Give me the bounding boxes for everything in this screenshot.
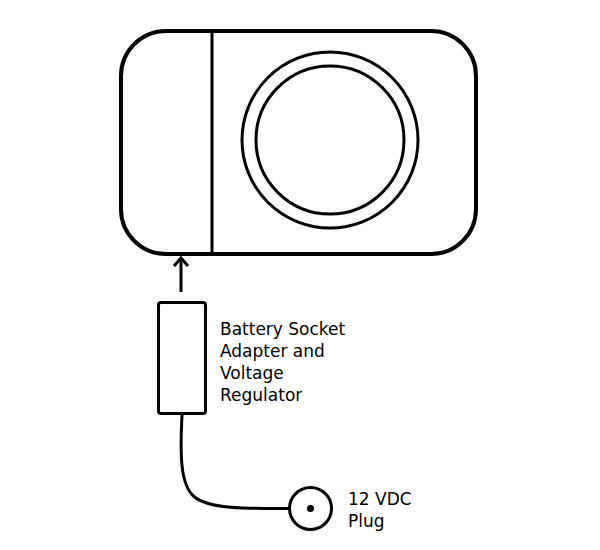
power-arrow — [180, 259, 183, 292]
plug-pin — [307, 505, 314, 512]
lens-ring — [242, 52, 418, 228]
camera-grip-line — [211, 31, 214, 254]
node-label: Battery Socket Adapter and Voltage Regul… — [220, 318, 365, 406]
arrow-head — [174, 258, 188, 266]
camera-body — [121, 31, 476, 254]
node-label: 12 VDC Plug — [348, 488, 428, 532]
dc-plug: 12 VDC Plug — [288, 486, 333, 531]
adapter-box: Battery Socket Adapter and Voltage Regul… — [157, 301, 207, 415]
lens — [256, 66, 404, 214]
wire — [181, 415, 288, 509]
